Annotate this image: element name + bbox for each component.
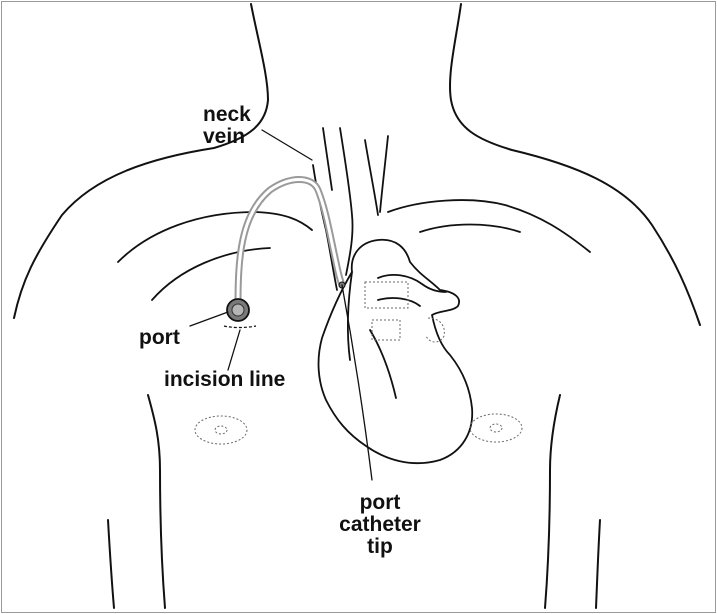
left-clavicle-upper (118, 212, 312, 262)
catheter-tube-outer (238, 180, 342, 307)
left-arm-outer (108, 520, 114, 608)
right-clavicle-lower (420, 225, 520, 233)
left-nipple-outline (195, 416, 247, 444)
heart-dotted-chamber-2 (372, 320, 400, 340)
right-nipple-center (490, 424, 502, 432)
left-arm-inner (148, 395, 165, 608)
label-port-catheter-tip-line-3: tip (325, 536, 435, 558)
heart-pulmonary (378, 298, 420, 306)
right-arm-outer (596, 520, 600, 608)
right-nipple-outline (470, 414, 522, 442)
heart-left-border (348, 272, 352, 360)
port-device (227, 299, 249, 321)
label-neck-vein-line-1: neck (203, 104, 251, 126)
central-vessel-left (340, 128, 353, 275)
right-neck-vessel (380, 136, 388, 212)
neck-left-outline (14, 4, 268, 318)
right-arm-inner (545, 395, 560, 608)
label-port-catheter-tip: port catheter tip (325, 492, 435, 558)
heart-aortic-arch (378, 275, 446, 292)
heart-dotted-chamber-1 (365, 282, 408, 308)
label-incision-line: incision line (164, 369, 285, 391)
label-port: port (139, 327, 180, 349)
central-vessel-right (365, 140, 378, 215)
catheter-tube-inner (238, 180, 342, 307)
label-port-text: port (139, 326, 180, 349)
label-port-catheter-tip-line-2: catheter (325, 514, 435, 536)
leader-port (190, 312, 228, 326)
label-incision-line-text: incision line (164, 368, 285, 391)
label-neck-vein: neck vein (203, 104, 251, 148)
leader-catheter-tip (342, 285, 372, 480)
neck-right-outline (450, 4, 700, 325)
label-port-catheter-tip-line-1: port (325, 492, 435, 514)
leader-incision-line (228, 330, 240, 370)
aorta-branch (323, 128, 332, 190)
left-nipple-center (215, 426, 227, 434)
leader-neck-vein (262, 130, 312, 160)
left-clavicle-lower (152, 248, 270, 300)
incision-line (224, 326, 256, 328)
label-neck-vein-line-2: vein (203, 126, 251, 148)
